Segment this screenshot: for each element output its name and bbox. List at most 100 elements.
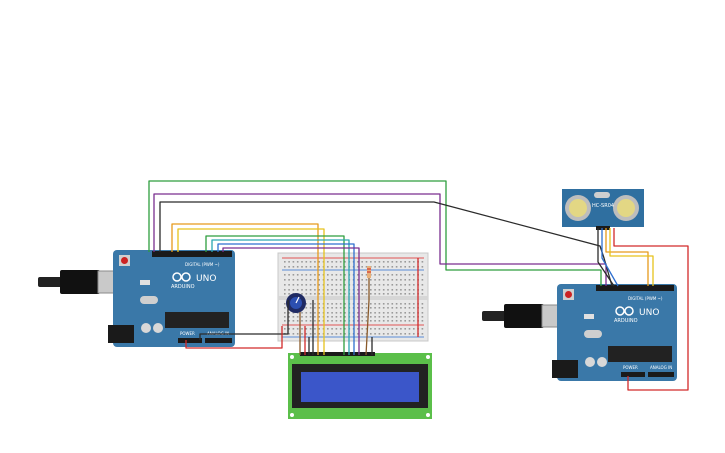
- breadboard-hole: [400, 279, 402, 281]
- breadboard-hole: [318, 279, 320, 281]
- breadboard-hole: [408, 307, 411, 309]
- breadboard-hole: [391, 289, 394, 291]
- breadboard-hole: [288, 320, 290, 322]
- breadboard-hole: [374, 312, 376, 314]
- breadboard-hole: [365, 333, 368, 335]
- breadboard-hole: [413, 320, 415, 322]
- breadboard-hole: [421, 274, 424, 276]
- breadboard-hole: [314, 274, 316, 276]
- breadboard-hole: [296, 266, 299, 268]
- breadboard-hole: [292, 274, 295, 276]
- breadboard-hole: [387, 279, 389, 281]
- arduino-uno-right[interactable]: DIGITAL (PWM ~) ARDUINO UNO POWER ANALOG…: [482, 284, 677, 381]
- usb-plug-left: [60, 270, 100, 294]
- breadboard-hole: [378, 289, 381, 291]
- breadboard-hole: [331, 312, 333, 314]
- breadboard-hole: [404, 333, 406, 335]
- breadboard-hole: [327, 333, 329, 335]
- breadboard-hole: [391, 261, 394, 263]
- analog-header-left: [205, 338, 232, 343]
- wire-green-lcd: [205, 235, 345, 355]
- breadboard-hole: [400, 312, 402, 314]
- breadboard-hole: [309, 266, 312, 268]
- breadboard-hole: [404, 312, 406, 314]
- breadboard-hole: [339, 303, 342, 305]
- breadboard-hole: [301, 312, 303, 314]
- breadboard-hole: [292, 279, 295, 281]
- breadboard-hole: [382, 279, 385, 281]
- breadboard-hole: [305, 328, 308, 330]
- wire-red-5v-left: [185, 326, 283, 349]
- usb-cable-left: [38, 277, 62, 287]
- breadboard-hole: [395, 279, 398, 281]
- breadboard-hole: [339, 284, 342, 286]
- breadboard-hole: [378, 266, 381, 268]
- breadboard-hole: [357, 328, 359, 330]
- breadboard-hole: [318, 266, 320, 268]
- breadboard-hole: [339, 333, 342, 335]
- breadboard-hole: [382, 303, 385, 305]
- breadboard-hole: [370, 293, 372, 295]
- breadboard-hole: [378, 279, 381, 281]
- breadboard-hole: [301, 289, 303, 291]
- breadboard-hole: [284, 307, 286, 309]
- breadboard-hole: [370, 312, 372, 314]
- arduino-logo-text-right: ARDUINO: [614, 318, 638, 324]
- breadboard-hole: [331, 307, 333, 309]
- breadboard-hole: [391, 333, 394, 335]
- breadboard-hole: [374, 284, 376, 286]
- potentiometer[interactable]: [286, 293, 306, 313]
- breadboard-hole: [361, 328, 363, 330]
- breadboard-hole: [344, 303, 346, 305]
- wire-orange-sensor: [605, 228, 649, 286]
- breadboard-hole: [387, 293, 389, 295]
- breadboard-hole: [413, 274, 415, 276]
- ultrasonic-sensor[interactable]: HC-SR04: [562, 189, 644, 230]
- breadboard-hole: [357, 333, 359, 335]
- breadboard-hole: [357, 307, 359, 309]
- breadboard-hole: [408, 293, 411, 295]
- breadboard-hole: [370, 333, 372, 335]
- breadboard-hole: [382, 307, 385, 309]
- breadboard-hole: [361, 289, 363, 291]
- breadboard-hole: [421, 266, 424, 268]
- arduino-uno-left[interactable]: DIGITAL (PWM ~) ARDUINO UNO POWER ANALOG…: [38, 250, 235, 347]
- digital-header-left: [152, 251, 232, 257]
- breadboard-hole: [331, 279, 333, 281]
- breadboard-hole: [370, 307, 372, 309]
- breadboard-hole: [335, 312, 338, 314]
- breadboard-hole: [361, 312, 363, 314]
- breadboard-hole: [357, 261, 359, 263]
- breadboard-hole: [284, 312, 286, 314]
- breadboard-hole: [400, 261, 402, 263]
- breadboard-hole: [288, 284, 290, 286]
- breadboard-hole: [400, 266, 402, 268]
- breadboard-hole: [421, 312, 424, 314]
- breadboard-hole: [314, 316, 316, 318]
- breadboard-hole: [318, 316, 320, 318]
- breadboard-hole: [382, 312, 385, 314]
- breadboard-hole: [327, 312, 329, 314]
- breadboard-hole: [365, 303, 368, 305]
- breadboard-hole: [357, 293, 359, 295]
- breadboard-hole: [318, 293, 320, 295]
- breadboard-hole: [284, 328, 286, 330]
- breadboard-hole: [391, 293, 394, 295]
- breadboard-hole: [331, 266, 333, 268]
- breadboard-hole: [292, 312, 295, 314]
- breadboard-hole: [327, 303, 329, 305]
- breadboard-hole: [339, 316, 342, 318]
- digital-header-label-right: DIGITAL (PWM ~): [628, 296, 663, 301]
- arduino-logo-text-left: ARDUINO: [171, 284, 195, 290]
- breadboard-hole: [331, 333, 333, 335]
- breadboard-hole: [305, 293, 308, 295]
- breadboard-hole: [344, 261, 346, 263]
- breadboard-hole: [339, 293, 342, 295]
- lcd-screen: [301, 372, 419, 402]
- breadboard-hole: [296, 284, 299, 286]
- breadboard-hole: [301, 279, 303, 281]
- breadboard-hole: [288, 312, 290, 314]
- breadboard-hole: [365, 293, 368, 295]
- wire-purple-lcd: [222, 247, 360, 355]
